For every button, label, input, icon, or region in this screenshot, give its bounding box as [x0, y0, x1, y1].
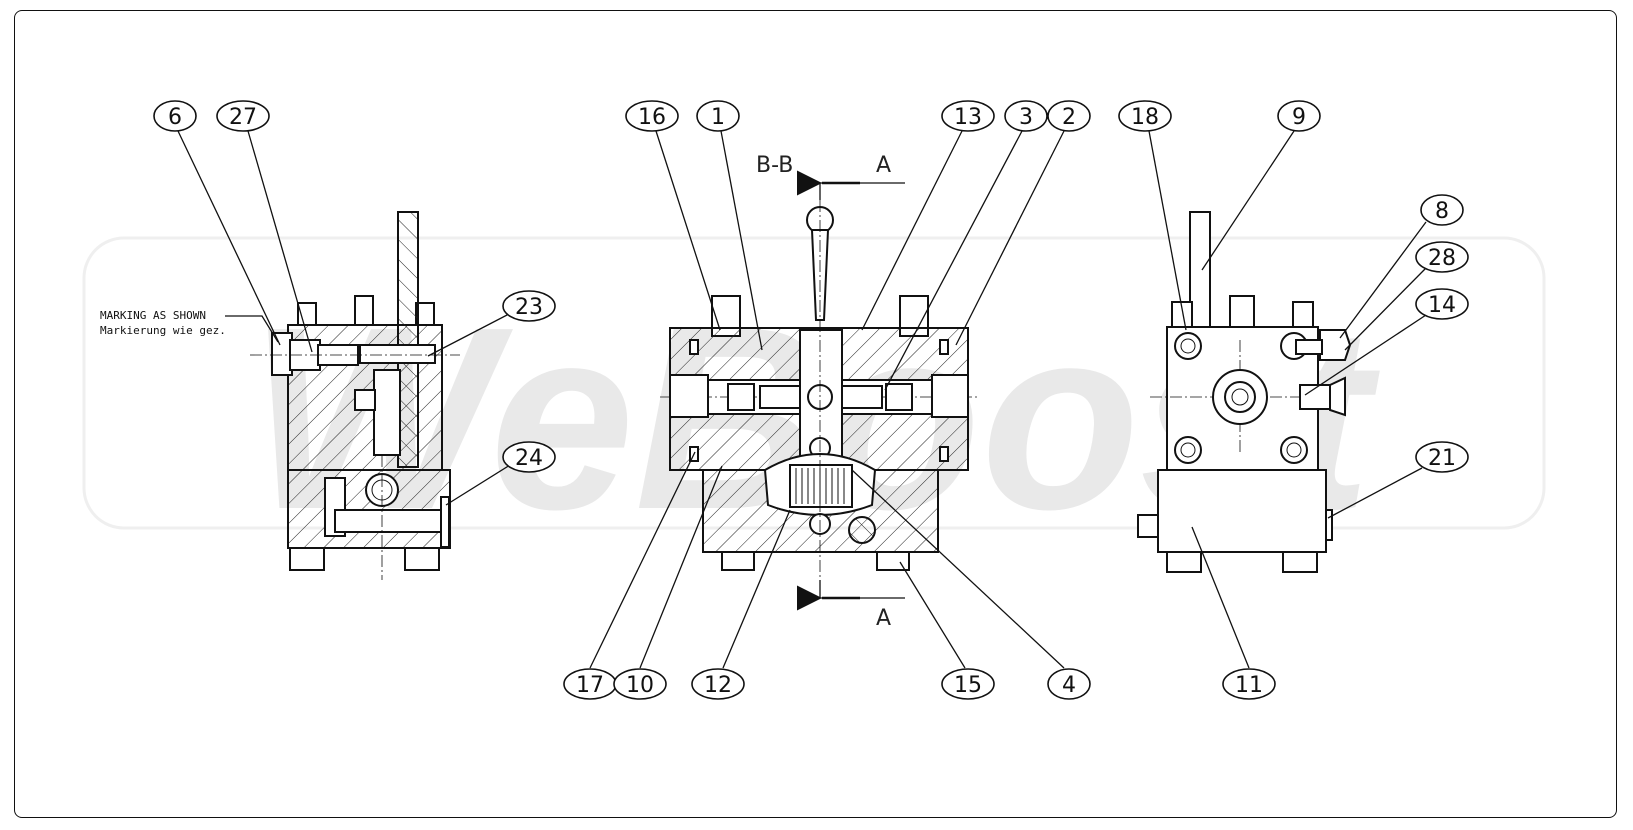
svg-text:15: 15 — [954, 673, 982, 698]
callout-14: 14 — [1415, 288, 1469, 320]
callout-1: 1 — [696, 100, 740, 132]
callout-21: 21 — [1415, 441, 1469, 473]
callout-27: 27 — [216, 100, 270, 132]
callout-28: 28 — [1415, 241, 1469, 273]
svg-text:12: 12 — [704, 673, 732, 698]
right-view — [1137, 211, 1352, 573]
callout-23: 23 — [502, 290, 556, 322]
svg-text:13: 13 — [954, 105, 982, 130]
svg-text:10: 10 — [626, 673, 654, 698]
svg-text:21: 21 — [1428, 446, 1456, 471]
callout-17: 17 — [563, 668, 617, 700]
svg-text:23: 23 — [515, 295, 543, 320]
svg-text:6: 6 — [168, 105, 182, 130]
callout-15: 15 — [941, 668, 995, 700]
callout-bubbles: 6 27 23 24 16 1 13 3 — [153, 100, 1469, 700]
note-line-2: Markierung wie gez. — [100, 324, 226, 337]
svg-text:8: 8 — [1435, 199, 1449, 224]
svg-text:1: 1 — [711, 105, 725, 130]
callout-2: 2 — [1047, 100, 1091, 132]
callout-11: 11 — [1222, 668, 1276, 700]
svg-text:28: 28 — [1428, 246, 1456, 271]
section-marks: B-B A A — [756, 153, 905, 631]
section-mark-top: A — [876, 153, 891, 178]
callout-6: 6 — [153, 100, 197, 132]
svg-text:17: 17 — [576, 673, 604, 698]
svg-text:11: 11 — [1235, 673, 1263, 698]
callout-10: 10 — [613, 668, 667, 700]
callout-16: 16 — [625, 100, 679, 132]
section-label: B-B — [756, 153, 793, 178]
svg-text:14: 14 — [1428, 293, 1456, 318]
callout-9: 9 — [1277, 100, 1321, 132]
callout-4: 4 — [1047, 668, 1091, 700]
callout-24: 24 — [502, 441, 556, 473]
callout-3: 3 — [1004, 100, 1048, 132]
note-line-1: MARKING AS SHOWN — [100, 309, 206, 322]
svg-text:24: 24 — [515, 446, 543, 471]
callout-13: 13 — [941, 100, 995, 132]
marking-note: MARKING AS SHOWN Markierung wie gez. — [100, 309, 279, 343]
svg-text:16: 16 — [638, 105, 666, 130]
spring — [795, 468, 845, 504]
left-view — [250, 211, 460, 580]
svg-text:2: 2 — [1062, 105, 1076, 130]
svg-text:27: 27 — [229, 105, 257, 130]
center-view — [660, 200, 980, 590]
svg-text:9: 9 — [1292, 105, 1306, 130]
callout-8: 8 — [1420, 194, 1464, 226]
svg-text:3: 3 — [1019, 105, 1033, 130]
section-mark-bottom: A — [876, 606, 891, 631]
svg-text:18: 18 — [1131, 105, 1159, 130]
callout-12: 12 — [691, 668, 745, 700]
callout-18: 18 — [1118, 100, 1172, 132]
leader-lines — [177, 130, 1427, 669]
svg-text:4: 4 — [1062, 673, 1076, 698]
